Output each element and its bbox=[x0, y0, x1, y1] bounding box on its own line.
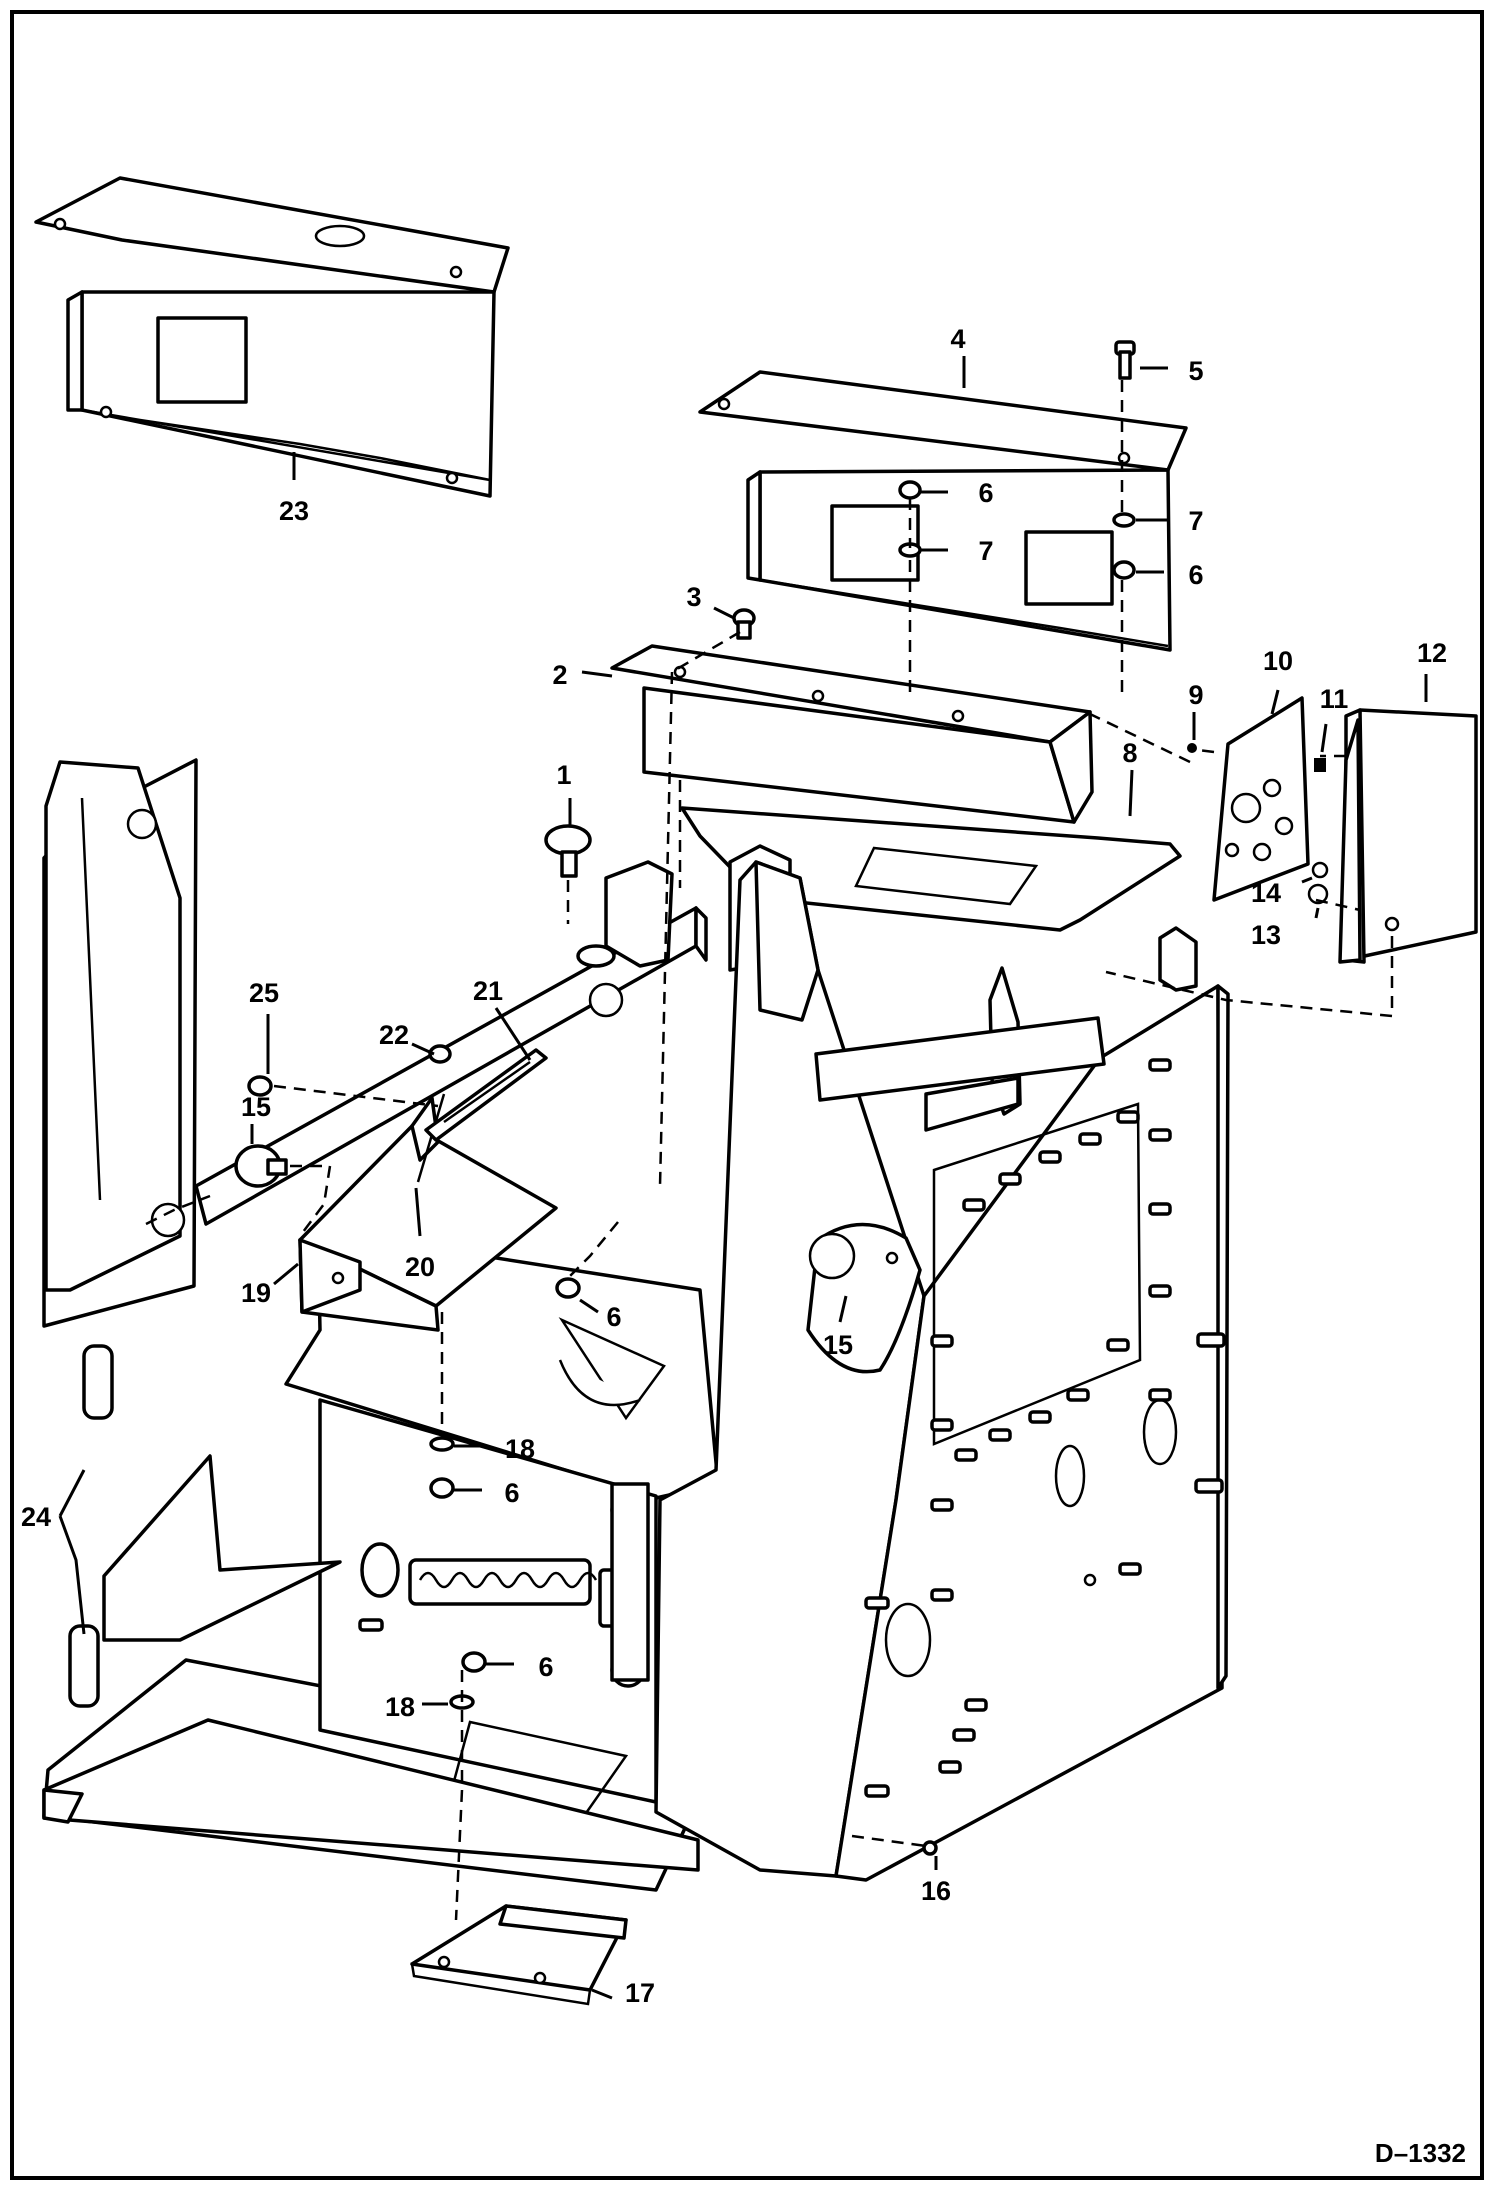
drawing-border bbox=[10, 10, 1484, 2180]
callout-7-upper-left: 7 bbox=[978, 536, 993, 566]
strap-part-21 bbox=[424, 1048, 548, 1142]
channel-part-2 bbox=[610, 644, 1094, 824]
callout-25: 25 bbox=[249, 978, 279, 1008]
callout-13: 13 bbox=[1251, 920, 1281, 950]
control-panel-part-10 bbox=[1187, 696, 1329, 905]
assembly-lines bbox=[145, 380, 1394, 1921]
callout-6-lower-mid: 6 bbox=[504, 1478, 519, 1508]
callout-21: 21 bbox=[473, 976, 503, 1006]
callout-17: 17 bbox=[625, 1978, 655, 2008]
callout-19: 19 bbox=[241, 1278, 271, 1308]
callout-6-mid: 6 bbox=[606, 1302, 621, 1332]
callout-14: 14 bbox=[1251, 878, 1281, 908]
callout-11: 11 bbox=[1320, 684, 1349, 714]
callout-5: 5 bbox=[1188, 356, 1203, 386]
spring-assembly bbox=[358, 1482, 650, 1688]
callout-20: 20 bbox=[405, 1252, 435, 1282]
fasteners bbox=[234, 340, 1136, 1856]
main-frame bbox=[42, 758, 1230, 1892]
tray-part-19 bbox=[298, 1093, 558, 1332]
bottom-plate-part-17 bbox=[410, 1904, 628, 2006]
drawing-number: D–1332 bbox=[1375, 2138, 1466, 2168]
wall-bolts bbox=[864, 1058, 1226, 1798]
top-cover-part-23 bbox=[34, 176, 510, 498]
callout-15-right: 15 bbox=[823, 1330, 853, 1360]
callout-3: 3 bbox=[686, 582, 701, 612]
callout-22: 22 bbox=[379, 1020, 409, 1050]
leader-lines bbox=[58, 356, 1428, 2000]
callout-4: 4 bbox=[950, 324, 965, 354]
floor-plate-part-8 bbox=[680, 806, 1182, 932]
callout-2: 2 bbox=[552, 660, 567, 690]
callout-8: 8 bbox=[1122, 738, 1137, 768]
callout-labels: 1 2 3 4 5 6 7 7 6 8 9 10 11 12 14 13 21 … bbox=[21, 324, 1447, 2008]
callout-6-lower: 6 bbox=[538, 1652, 553, 1682]
callout-16: 16 bbox=[921, 1876, 951, 1906]
callout-23: 23 bbox=[279, 496, 309, 526]
callout-18-upper: 18 bbox=[505, 1434, 535, 1464]
callout-12: 12 bbox=[1417, 638, 1447, 668]
callout-6-upper-left: 6 bbox=[978, 478, 993, 508]
callout-9: 9 bbox=[1188, 680, 1203, 710]
callout-6-upper-right: 6 bbox=[1188, 560, 1203, 590]
seat-mount-cover-part-4 bbox=[698, 370, 1188, 652]
callout-10: 10 bbox=[1263, 646, 1293, 676]
side-cover-part-12 bbox=[1338, 708, 1478, 964]
callout-7-upper-right: 7 bbox=[1188, 506, 1203, 536]
callout-1: 1 bbox=[556, 760, 571, 790]
hinge-part-24 bbox=[68, 1344, 114, 1708]
callout-18-lower: 18 bbox=[385, 1692, 415, 1722]
callout-15-left: 15 bbox=[241, 1092, 271, 1122]
callout-24: 24 bbox=[21, 1502, 51, 1532]
